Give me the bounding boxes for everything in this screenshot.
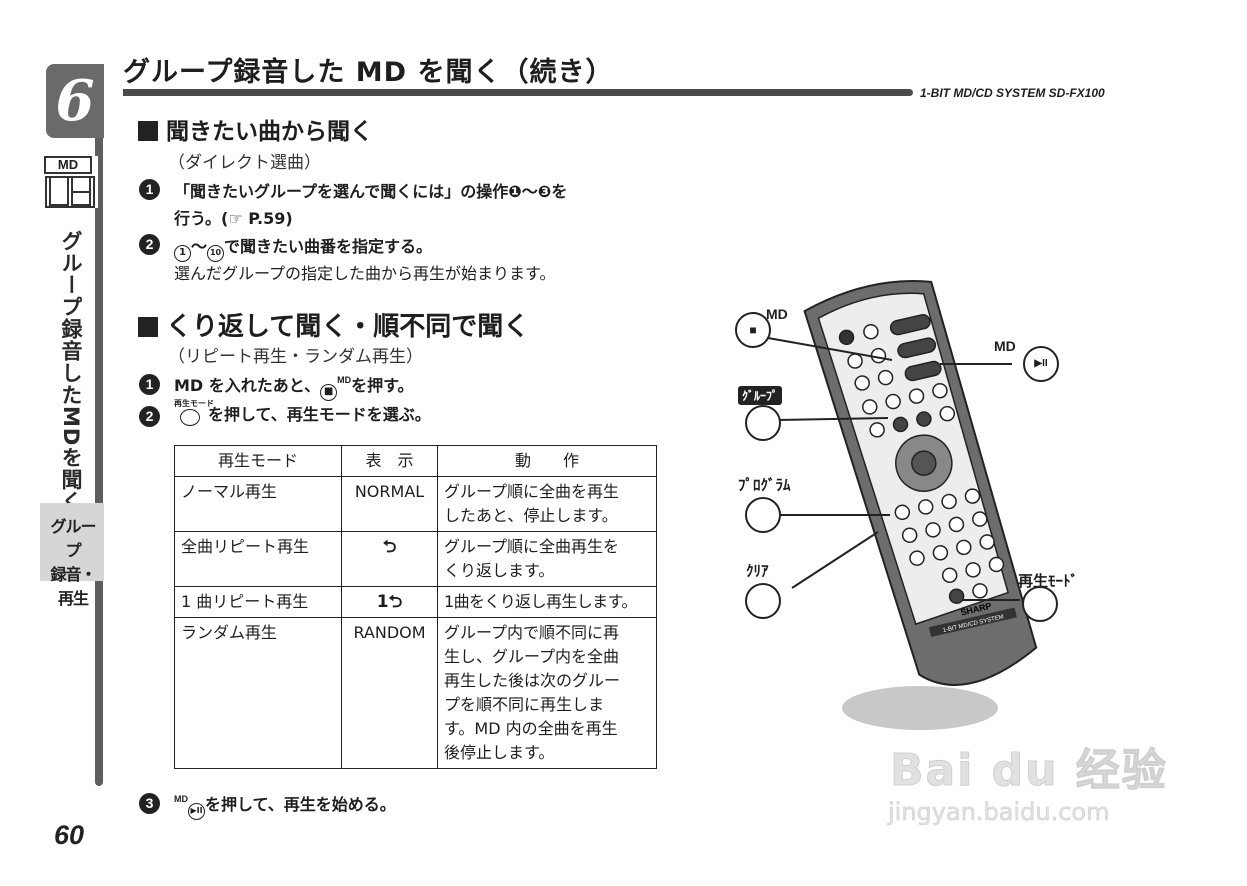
title-rule bbox=[123, 89, 913, 96]
step-number: 1 bbox=[139, 179, 160, 200]
play-mode-button-icon: 再生モード bbox=[174, 398, 214, 428]
action-cell: グループ順に全曲を再生 したあと、停止します。 bbox=[437, 476, 657, 532]
table-header: 動 作 bbox=[437, 445, 657, 477]
repeat-all-icon: ⮌ bbox=[341, 531, 438, 587]
step-text-pre: MD を入れたあと、 bbox=[174, 376, 321, 395]
baidu-watermark: Bai du 经验 jingyan.baidu.com bbox=[880, 702, 1180, 832]
remote-shadow bbox=[842, 686, 998, 730]
play-mode-table: 再生モード 表 示 動 作 ノーマル再生 NORMAL グループ順に全曲を再生 … bbox=[174, 445, 657, 769]
section2-heading-text: くり返して聞く・順不同で聞く bbox=[166, 312, 530, 342]
square-bullet-icon bbox=[138, 121, 158, 141]
watermark-url: jingyan.baidu.com bbox=[888, 798, 1110, 827]
section2-subtitle: （リピート再生・ランダム再生） bbox=[168, 347, 423, 367]
number-1-button-icon: 1 bbox=[174, 245, 191, 262]
section1-heading-text: 聞きたい曲から聞く bbox=[166, 119, 373, 145]
square-bullet-icon bbox=[138, 317, 158, 337]
program-label: ﾌﾟﾛｸﾞﾗﾑ bbox=[738, 477, 791, 494]
step-number: 2 bbox=[139, 234, 160, 255]
play-mode-mini-label: 再生モード bbox=[174, 399, 214, 408]
group-label: ｸﾞﾙｰﾌﾟ bbox=[738, 386, 783, 405]
play-pause-button[interactable]: ▶II bbox=[1023, 346, 1059, 382]
action-cell: グループ内で順不同に再 生し、グループ内を全曲 再生した後は次のグルー プを順不… bbox=[437, 617, 657, 769]
md-stop-label: MD bbox=[766, 306, 788, 322]
step-text: 行う。(☞ P.59) bbox=[174, 209, 293, 228]
step-text-post: を押す。 bbox=[351, 376, 414, 395]
section1-subtitle: （ダイレクト選曲） bbox=[168, 153, 321, 173]
step-text: MD を入れたあと、■MDを押す。 bbox=[174, 372, 414, 401]
stop-button-icon: ■ bbox=[320, 384, 338, 401]
clear-button[interactable] bbox=[745, 583, 781, 619]
step-number: 3 bbox=[139, 793, 160, 814]
display-cell: RANDOM bbox=[341, 617, 438, 769]
number-10-button-icon: 10 bbox=[207, 245, 225, 262]
mode-cell: 1 曲リピート再生 bbox=[174, 586, 342, 618]
model-name: 1-BIT MD/CD SYSTEM SD-FX100 bbox=[920, 86, 1105, 100]
clear-label: ｸﾘｱ bbox=[746, 563, 769, 580]
repeat-one-icon: 1⮌ bbox=[341, 586, 438, 618]
play-mode-button[interactable] bbox=[1022, 586, 1058, 622]
group-button[interactable] bbox=[745, 405, 781, 441]
action-cell: 1曲をくり返し再生します。 bbox=[437, 586, 657, 618]
step-text-main: を押して、再生を始める。 bbox=[205, 795, 396, 814]
md-disc-icon bbox=[45, 176, 95, 208]
md-play-label: MD bbox=[994, 338, 1016, 354]
play-mode-label: 再生ﾓｰﾄﾞ bbox=[1018, 573, 1079, 590]
step-text-main: を押して、再生モードを選ぶ。 bbox=[208, 405, 431, 424]
md-mini-label: MD bbox=[337, 375, 352, 385]
md-media-indicator: MD bbox=[44, 156, 98, 208]
step-number: 2 bbox=[139, 406, 160, 427]
program-button[interactable] bbox=[745, 497, 781, 533]
step-number: 1 bbox=[139, 374, 160, 395]
step-text: 再生モード を押して、再生モードを選ぶ。 bbox=[174, 398, 431, 428]
md-label: MD bbox=[44, 156, 92, 174]
table-row: 1 曲リピート再生 1⮌ 1曲をくり返し再生します。 bbox=[174, 586, 657, 618]
md-mini-label: MD bbox=[174, 794, 188, 804]
page-title: グループ録音した MD を聞く（続き） bbox=[123, 57, 614, 88]
mode-cell: 全曲リピート再生 bbox=[174, 531, 342, 587]
range-separator: 〜 bbox=[191, 237, 208, 256]
side-rule bbox=[95, 138, 103, 786]
section2-heading: くり返して聞く・順不同で聞く bbox=[138, 306, 529, 343]
step-text-main: で聞きたい曲番を指定する。 bbox=[224, 237, 433, 256]
side-tab-label: グループ 録音・再生 bbox=[50, 517, 96, 608]
step-text: 選んだグループの指定した曲から再生が始まります。 bbox=[174, 264, 556, 283]
table-row: 全曲リピート再生 ⮌ グループ順に全曲再生を くり返します。 bbox=[174, 531, 657, 587]
remote-control-illustration: SHARP 1-BIT MD/CD SYSTEM bbox=[767, 280, 1038, 730]
table-row: ノーマル再生 NORMAL グループ順に全曲を再生 したあと、停止します。 bbox=[174, 476, 657, 532]
chapter-number-tab: 6 bbox=[46, 64, 104, 138]
display-cell: NORMAL bbox=[341, 476, 438, 532]
section1-heading: 聞きたい曲から聞く bbox=[138, 112, 373, 146]
play-pause-button-icon: ▶II bbox=[188, 803, 205, 820]
mode-cell: ランダム再生 bbox=[174, 617, 342, 769]
page-number: 60 bbox=[54, 820, 85, 850]
step-text: 「聞きたいグループを選んで聞くには」の操作❶〜❸を bbox=[174, 182, 568, 201]
table-header: 表 示 bbox=[341, 445, 438, 477]
watermark-brand: Bai du 经验 bbox=[890, 745, 1168, 797]
action-cell: グループ順に全曲再生を くり返します。 bbox=[437, 531, 657, 587]
side-vertical-title: グループ録音したMDを聞く bbox=[59, 230, 83, 513]
stop-button[interactable]: ■ bbox=[735, 312, 771, 348]
side-section-tab[interactable]: グループ 録音・再生 bbox=[40, 503, 104, 608]
mode-cell: ノーマル再生 bbox=[174, 476, 342, 532]
table-header: 再生モード bbox=[174, 445, 342, 477]
table-row: ランダム再生 RANDOM グループ内で順不同に再 生し、グループ内を全曲 再生… bbox=[174, 617, 657, 769]
